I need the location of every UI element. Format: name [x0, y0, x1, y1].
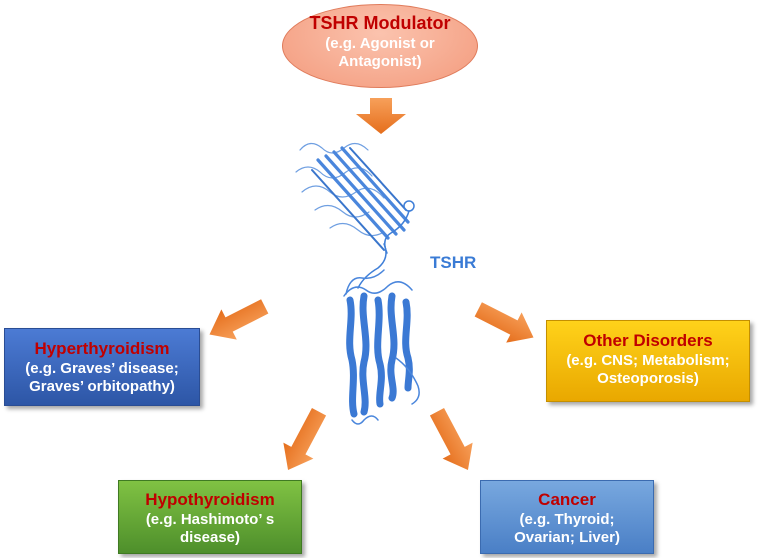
- other-disorders-line2: Osteoporosis): [597, 370, 699, 388]
- arrow-to-cancer: [429, 407, 473, 471]
- arrow-to-other-disorders: [474, 302, 534, 343]
- other-disorders-node: Other Disorders (e.g. CNS; Metabolism; O…: [546, 320, 750, 402]
- hypothyroidism-line2: disease): [179, 529, 241, 547]
- cancer-node: Cancer (e.g. Thyroid; Ovarian; Liver): [480, 480, 654, 554]
- arrow-down-to-tshr: [356, 98, 406, 134]
- tshr-label: TSHR: [430, 253, 477, 272]
- cancer-title: Cancer: [538, 490, 596, 509]
- arrow-to-hypothyroidism: [283, 407, 327, 471]
- hyperthyroidism-node: Hyperthyroidism (e.g. Graves’ disease; G…: [4, 328, 200, 406]
- cancer-line1: (e.g. Thyroid;: [519, 510, 615, 528]
- hyperthyroidism-line2: Graves’ orbitopathy): [29, 378, 175, 396]
- tshr-modulator-node: TSHR Modulator (e.g. Agonist or Antagoni…: [282, 4, 478, 88]
- hyperthyroidism-line1: (e.g. Graves’ disease;: [25, 359, 179, 377]
- cancer-line2: Ovarian; Liver): [514, 529, 620, 547]
- modulator-line1: (e.g. Agonist or: [325, 34, 435, 52]
- hyperthyroidism-title: Hyperthyroidism: [34, 339, 170, 358]
- modulator-line2: Antagonist): [338, 53, 422, 71]
- other-disorders-line1: (e.g. CNS; Metabolism;: [566, 351, 730, 369]
- hypothyroidism-title: Hypothyroidism: [145, 490, 275, 509]
- hypothyroidism-node: Hypothyroidism (e.g. Hashimoto’ s diseas…: [118, 480, 302, 554]
- other-disorders-title: Other Disorders: [583, 331, 713, 350]
- arrow-to-hyperthyroidism: [209, 299, 269, 340]
- tshr-protein-structure: [295, 142, 420, 425]
- hypothyroidism-line1: (e.g. Hashimoto’ s: [145, 510, 275, 528]
- modulator-title: TSHR Modulator: [309, 13, 451, 33]
